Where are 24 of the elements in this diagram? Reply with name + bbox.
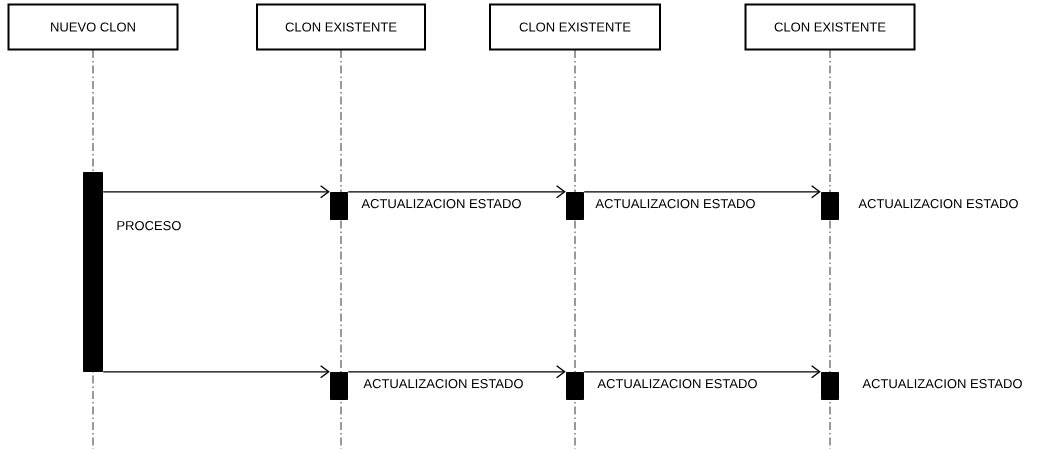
message-label: ACTUALIZACION ESTADO [361, 199, 521, 209]
message-arrow [102, 185, 330, 199]
activation-bar [566, 192, 584, 220]
message-arrow [583, 185, 821, 199]
message-label: ACTUALIZACION ESTADO [363, 379, 523, 389]
activation-bar [566, 372, 584, 400]
lifeline-header-box: NUEVO CLON [7, 3, 179, 51]
activation-bar [821, 192, 839, 220]
message-arrow [102, 365, 330, 379]
lifeline-header-box: CLON EXISTENTE [744, 3, 916, 51]
activation-bar [330, 192, 348, 220]
message-label: ACTUALIZACION ESTADO [595, 199, 755, 209]
message-arrow [347, 185, 566, 199]
activation-bar [83, 172, 103, 372]
message-label: ACTUALIZACION ESTADO [597, 379, 757, 389]
lifeline-header-box: CLON EXISTENTE [256, 3, 426, 51]
activation-bar [821, 372, 839, 400]
message-arrow [583, 365, 821, 379]
activation-bar [330, 372, 348, 400]
message-label: PROCESO [117, 221, 181, 231]
message-label: ACTUALIZACION ESTADO [862, 379, 1022, 389]
message-label: ACTUALIZACION ESTADO [858, 199, 1018, 209]
lifeline-header-box: CLON EXISTENTE [489, 3, 661, 51]
message-arrow [347, 365, 566, 379]
